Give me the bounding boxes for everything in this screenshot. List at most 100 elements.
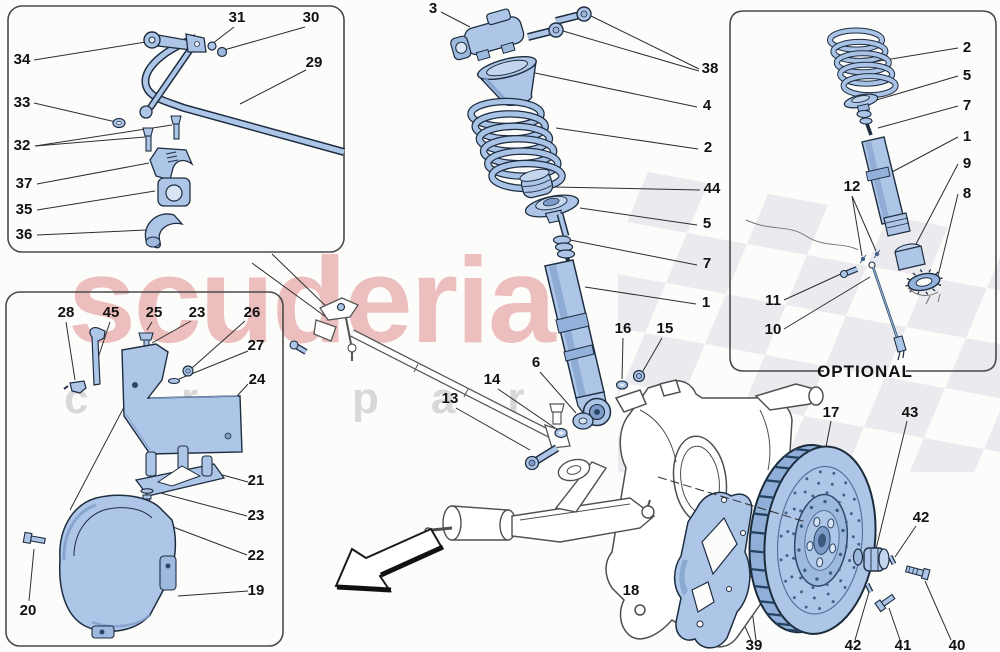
callout-label: 11 — [765, 292, 781, 309]
disc-lug-holes — [806, 516, 837, 568]
callout-label: 38 — [702, 60, 719, 77]
clip-28 — [63, 380, 87, 394]
bolt-13 — [524, 444, 560, 471]
nut-15-bore — [636, 373, 642, 379]
shield-cutout-slot — [691, 581, 715, 613]
shield-plate-24 — [121, 343, 243, 455]
callout-label: 40 — [949, 637, 966, 652]
bolt-20 — [22, 531, 46, 545]
callout-label: 8 — [963, 185, 971, 202]
optional-cap-9 — [894, 243, 926, 271]
heat-shield-box — [5, 291, 284, 647]
callout-label: 15 — [657, 320, 674, 337]
callout-label: 25 — [146, 304, 163, 321]
callout-label: 31 — [229, 9, 246, 26]
hub-washer — [852, 548, 864, 566]
callout-label: 23 — [189, 304, 206, 321]
direction-arrow — [334, 527, 445, 593]
brake-disc — [748, 443, 877, 635]
lower-fixing-parts — [524, 412, 594, 471]
support-bracket-boss — [145, 236, 161, 248]
disc-vents — [749, 447, 811, 633]
callout-label: 33 — [14, 94, 31, 111]
bracket-21 — [134, 445, 226, 497]
callout-label: 5 — [963, 67, 971, 84]
callout-label: 17 — [823, 404, 840, 421]
clamp-bracket-37 — [149, 147, 194, 181]
top-mount-3 — [450, 8, 525, 62]
mount-bolts-38 — [527, 6, 592, 41]
callout-label: 7 — [963, 97, 971, 114]
callout-label: 1 — [702, 294, 710, 311]
nut-30 — [216, 46, 228, 58]
link-ball-lower — [139, 105, 153, 119]
hub-hardware — [852, 547, 931, 613]
callout-label: 6 — [532, 354, 540, 371]
callout-label: 39 — [746, 637, 763, 652]
chassis-sketch-line — [745, 219, 859, 251]
callout-label: 44 — [704, 180, 721, 197]
clamp-bracket-hatch — [165, 151, 179, 163]
callout-label: 43 — [902, 404, 919, 421]
link-lever-b — [313, 319, 337, 342]
optional-shock-body — [861, 136, 911, 237]
optional-adjuster-ring-8 — [905, 269, 943, 295]
link-ball-stud — [347, 343, 357, 353]
washer-27 — [167, 377, 181, 385]
leader-lines — [28, 11, 959, 641]
callout-label: 30 — [303, 9, 320, 26]
sensor-cable-10 — [868, 261, 907, 361]
callout-label: 4 — [703, 97, 712, 114]
shock-absorber-assembly — [450, 6, 646, 427]
disc-drive-pins — [797, 499, 845, 581]
bump-stop-44 — [519, 168, 554, 199]
optional-shock-assembly — [745, 27, 943, 361]
callout-label: 34 — [14, 51, 31, 68]
anti-roll-bar-fill — [143, 35, 345, 155]
optional-spring-seat — [843, 93, 879, 109]
optional-caption: OPTIONAL — [817, 362, 913, 381]
callout-label: 16 — [615, 320, 632, 337]
disc-drilled-holes — [779, 470, 861, 610]
callout-label: 37 — [16, 175, 33, 192]
sensor-bolt-11 — [839, 266, 859, 279]
bracket-hole — [194, 41, 200, 47]
callout-label: 29 — [306, 54, 323, 71]
cooling-duct-19 — [58, 494, 177, 639]
anti-roll-bar-box — [7, 5, 345, 253]
callout-label: 35 — [16, 201, 33, 218]
callout-label: 1 — [963, 128, 971, 145]
nut-31 — [207, 41, 217, 51]
shield-cutout-diamond — [701, 516, 738, 576]
callout-label: 5 — [703, 215, 711, 232]
callout-label: 21 — [248, 472, 265, 489]
callout-label: 41 — [895, 637, 912, 652]
drop-link-fill — [148, 48, 192, 110]
optional-box — [729, 10, 997, 372]
callout-label: 19 — [248, 582, 265, 599]
anti-roll-bar-assembly — [112, 31, 346, 249]
callout-label: 13 — [442, 390, 459, 407]
detail-boxes — [5, 5, 997, 647]
callout-label: 12 — [844, 178, 861, 195]
washer-33-bore — [116, 121, 122, 125]
callout-label: 28 — [58, 304, 75, 321]
callout-label: 2 — [704, 139, 712, 156]
optional-rod-stack — [856, 103, 873, 136]
stud-40 — [904, 565, 931, 581]
callout-label: 9 — [963, 155, 971, 172]
stabilizer-link-rod — [289, 297, 571, 449]
hub-nut-43 — [863, 547, 890, 572]
brake-shield — [673, 491, 753, 649]
callout-label: 18 — [623, 582, 640, 599]
heat-shield-duct-assembly — [22, 326, 243, 639]
callout-label: 45 — [103, 304, 120, 321]
callout-label: 42 — [845, 637, 862, 652]
lower-wishbone — [424, 458, 656, 543]
washer-23b — [140, 488, 154, 494]
clamp-bolt-b — [170, 115, 182, 140]
callout-label: 10 — [765, 321, 782, 338]
sensor-screws-12 — [859, 249, 881, 264]
callout-label: 2 — [963, 39, 971, 56]
callout-label: 3 — [429, 0, 437, 17]
